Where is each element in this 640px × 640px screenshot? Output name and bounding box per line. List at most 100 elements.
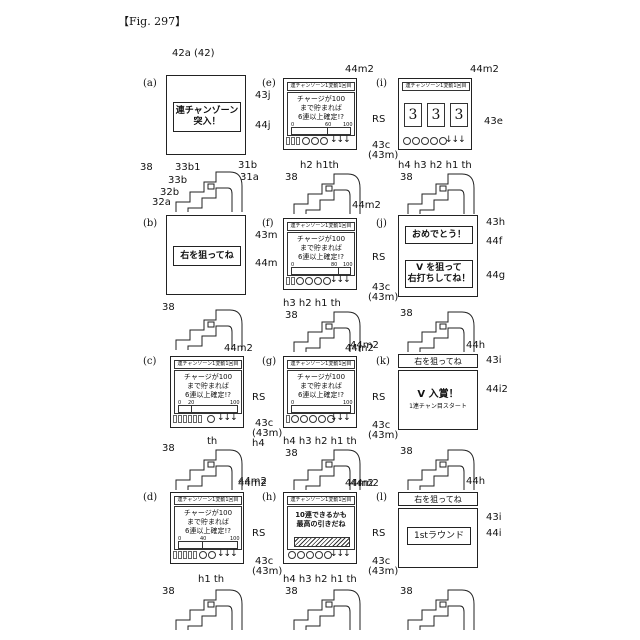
ref-43m-d: (43m) <box>252 566 282 577</box>
panel-b-label: (b) <box>143 218 157 229</box>
charge-gauge <box>291 267 351 275</box>
panel-h-label: (h) <box>262 492 276 503</box>
hold-circle-icon <box>314 277 322 285</box>
hold-circle-icon <box>320 137 328 145</box>
gauge-fill <box>179 406 192 412</box>
hold-circle-icon <box>311 137 319 145</box>
full-gauge-hatched <box>294 537 350 547</box>
ref-43i-l: 43i <box>486 512 502 523</box>
panel-g-text: チャージが100 まで貯まれば 6連以上確定!? <box>288 373 354 400</box>
ref-44g: 44g <box>486 270 505 281</box>
ref-38-a: 38 <box>140 162 153 173</box>
panel-e-label: (e) <box>262 78 276 89</box>
ref-43m-g: (43m) <box>368 430 398 441</box>
ref-44m2-e: 44m2 <box>345 64 374 75</box>
ref-43h: 43h <box>486 217 505 228</box>
panel-k-label: (k) <box>376 356 390 367</box>
panel-a-label: (a) <box>143 78 157 89</box>
panel-e-lcd: 連チャンゾーン1変動1回目 チャージが100 まで貯まれば 6連以上確定!? 0… <box>283 78 357 150</box>
panel-l-message: 1stラウンド <box>407 527 471 545</box>
hold-icons <box>296 277 331 287</box>
ref-44m2-i: 44m2 <box>470 64 499 75</box>
ball-path-drawing <box>400 308 480 354</box>
down-arrow-icons: ↓↓↓ <box>330 413 350 423</box>
panel-c-lcd: 連チャンゾーン1変動1回目 チャージが100 まで貯まれば 6連以上確定!? 0… <box>170 356 244 428</box>
hold-icons <box>291 415 335 425</box>
panel-f-header: 連チャンゾーン1変動1回目 <box>287 222 355 231</box>
ref-rs-e: RS <box>372 114 385 125</box>
panel-g-label: (g) <box>262 356 276 367</box>
ref-43j: 43j <box>255 90 271 101</box>
panel-e-text: チャージが100 まで貯まれば 6連以上確定!? <box>288 95 354 122</box>
panel-d-text: チャージが100 まで貯まれば 6連以上確定!? <box>175 509 241 536</box>
hold-icons <box>288 551 332 561</box>
top-ref: 42a (42) <box>172 48 215 59</box>
down-arrow-icons: ↓↓↓ <box>217 549 237 559</box>
panel-l-screen: 1stラウンド <box>398 508 478 568</box>
panel-f-text: チャージが100 まで貯まれば 6連以上確定!? <box>288 235 354 262</box>
panel-h-lcd: 連チャンゾーン1変動1回目 10連できるかも 最高の引きだね ↓↓↓ <box>283 492 357 564</box>
ref-43e: 43e <box>484 116 503 127</box>
ball-path-drawing <box>400 446 480 492</box>
ref-rs-d: RS <box>252 528 265 539</box>
gauge-fill <box>292 406 350 412</box>
ball-path-drawing <box>400 586 480 632</box>
ref-44m: 44m <box>255 258 277 269</box>
ball-path-drawing <box>286 446 366 492</box>
hold-circle-icon <box>403 137 411 145</box>
panel-g-lcd: 連チャンゾーン1変動1回目 チャージが100 まで貯まれば 6連以上確定!? 0… <box>283 356 357 428</box>
ref-44f: 44f <box>486 236 502 247</box>
ball-path-drawing <box>286 308 366 354</box>
panel-i-lcd: 連チャンゾーン1変動1回目 3 3 3 ↓↓↓ <box>398 78 472 150</box>
panel-g-header: 連チャンゾーン1変動1回目 <box>287 360 355 369</box>
ref-h4-h: h4 h3 h2 h1 th <box>283 574 357 585</box>
gauge-fill <box>292 268 339 274</box>
ref-rs-g: RS <box>372 392 385 403</box>
ref-rs-c: RS <box>252 392 265 403</box>
gauge-fill <box>179 542 203 548</box>
charge-gauge <box>178 541 238 549</box>
reel-right: 3 <box>450 103 468 127</box>
panel-c-label: (c) <box>143 356 156 367</box>
panel-l-label: (l) <box>376 492 387 503</box>
reel-left: 3 <box>404 103 422 127</box>
hold-circle-icon <box>430 137 438 145</box>
ball-path-drawing <box>168 168 248 214</box>
panel-c-header: 連チャンゾーン1変動1回目 <box>174 360 242 369</box>
hold-circle-icon <box>412 137 420 145</box>
hold-circle-icon <box>300 415 308 423</box>
charge-gauge <box>178 405 238 413</box>
hold-circle-icon <box>421 137 429 145</box>
panel-k-screen: V 入賞！ 1連チャン目スタート <box>398 370 478 430</box>
hold-icons <box>302 137 328 147</box>
panel-b-message: 右を狙ってね <box>173 246 241 266</box>
ball-path-drawing <box>286 170 366 216</box>
hold-circle-icon <box>315 551 323 559</box>
panel-a-message: 連チャンゾーン 突入！ <box>173 102 241 132</box>
panel-c-text: チャージが100 まで貯まれば 6連以上確定!? <box>175 373 241 400</box>
down-arrow-icons: ↓↓↓ <box>217 413 237 423</box>
panel-f-label: (f) <box>262 218 274 229</box>
charge-gauge <box>291 127 351 135</box>
panel-h-header: 連チャンゾーン1変動1回目 <box>287 496 355 505</box>
hold-circle-icon <box>302 137 310 145</box>
panel-k-message: V 入賞！ <box>399 385 477 400</box>
hold-circle-icon <box>199 551 207 559</box>
hold-circle-icon <box>305 277 313 285</box>
panel-k-sub: 1連チャン目スタート <box>399 401 477 410</box>
hold-circle-icon <box>207 415 215 423</box>
panel-d-header: 連チャンゾーン1変動1回目 <box>174 496 242 505</box>
panel-h-text: 10連できるかも 最高の引きだね <box>288 511 354 529</box>
ball-path-drawing <box>168 446 248 492</box>
panel-a-screen: 連チャンゾーン 突入！ <box>166 75 246 155</box>
panel-j-message-2: V を狙って 右打ちしてね！ <box>405 260 473 288</box>
ref-rs-f: RS <box>372 252 385 263</box>
ref-43m: 43m <box>255 230 277 241</box>
hold-circle-icon <box>309 415 317 423</box>
hold-icons <box>199 551 216 561</box>
hold-icons <box>207 415 215 425</box>
panel-j-label: (j) <box>376 218 387 229</box>
figure-label: 【Fig. 297】 <box>118 13 186 29</box>
ref-43m-f: (43m) <box>368 292 398 303</box>
down-arrow-icons: ↓↓↓ <box>445 135 465 145</box>
